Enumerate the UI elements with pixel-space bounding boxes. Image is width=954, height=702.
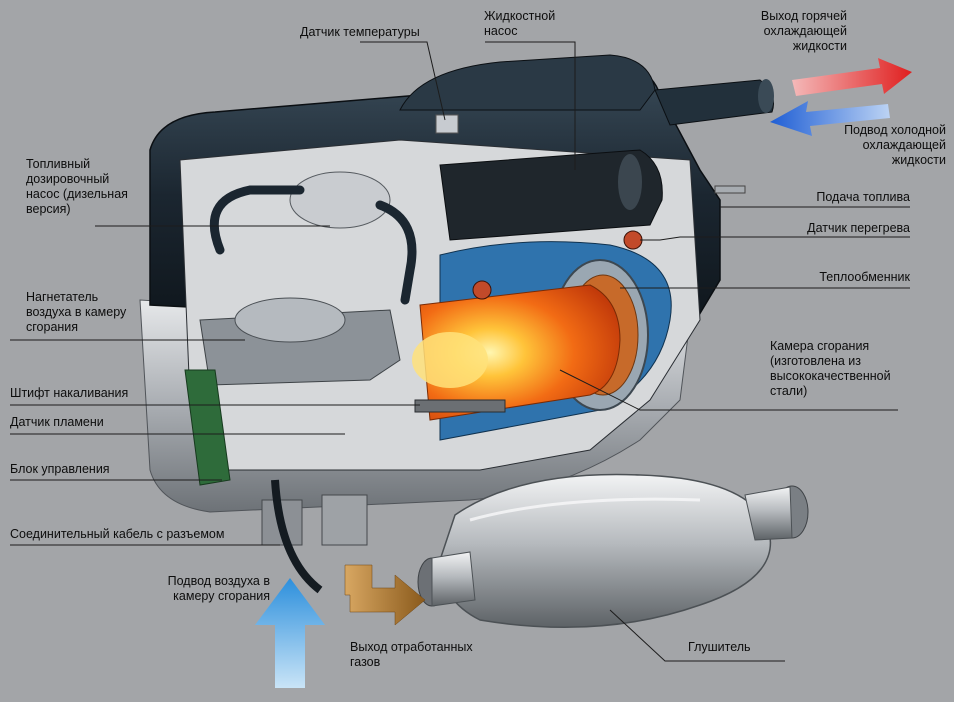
label-combustion-chamber: Камера сгорания (изготовлена из высокока…	[770, 339, 891, 398]
fuel-line	[209, 185, 417, 305]
label-fuel-supply: Подача топлива	[816, 190, 910, 204]
label-control-unit: Блок управления	[10, 462, 110, 476]
top-duct	[399, 54, 656, 111]
coolant-outlet-pipe	[654, 79, 774, 126]
label-heat-exchanger: Теплообменник	[819, 270, 910, 284]
overheat-sensor-2	[472, 280, 492, 300]
label-temperature-sensor: Датчик температуры	[300, 25, 420, 39]
arrow-up-icon	[255, 578, 325, 688]
label-hot-coolant-out: Выход горячей охлаждающей жидкости	[760, 9, 847, 53]
label-cold-coolant-in: Подвод холодной охлаждающей жидкости	[844, 123, 946, 167]
heater-unit	[139, 54, 774, 594]
label-exhaust-outlet: Выход отработанных газов	[350, 640, 473, 669]
temperature-sensor	[435, 114, 459, 134]
exhaust-pipe-stub	[321, 494, 368, 546]
bent-arrow-right-icon	[344, 564, 426, 626]
muffler-body	[417, 473, 809, 629]
label-air-inlet: Подвод воздуха в камеру сгорания	[167, 574, 270, 603]
arrow-right-icon	[792, 58, 912, 96]
overheat-sensor	[623, 230, 643, 250]
leader-lines	[10, 41, 910, 662]
fuel-dosing-pump	[289, 171, 391, 229]
glow-pin	[414, 399, 506, 413]
label-air-blower: Нагнетатель воздуха в камеру сгорания	[26, 290, 127, 334]
arrow-left-icon	[770, 101, 890, 136]
label-connecting-cable: Соединительный кабель с разъемом	[10, 527, 225, 541]
label-flame-sensor: Датчик пламени	[10, 415, 104, 429]
connector-cable	[271, 479, 323, 594]
label-overheat-sensor: Датчик перегрева	[807, 221, 910, 235]
label-muffler: Глушитель	[688, 640, 751, 654]
flame-core	[412, 332, 488, 388]
label-fuel-dosing-pump: Топливный дозировочный насос (дизельная …	[26, 157, 128, 216]
fuel-supply-nozzle	[714, 185, 746, 194]
liquid-pump	[439, 149, 663, 241]
label-liquid-pump: Жидкостной насос	[484, 9, 556, 38]
control-board	[184, 369, 231, 486]
combustion-chamber	[419, 284, 621, 421]
label-glow-pin: Штифт накаливания	[10, 386, 129, 400]
